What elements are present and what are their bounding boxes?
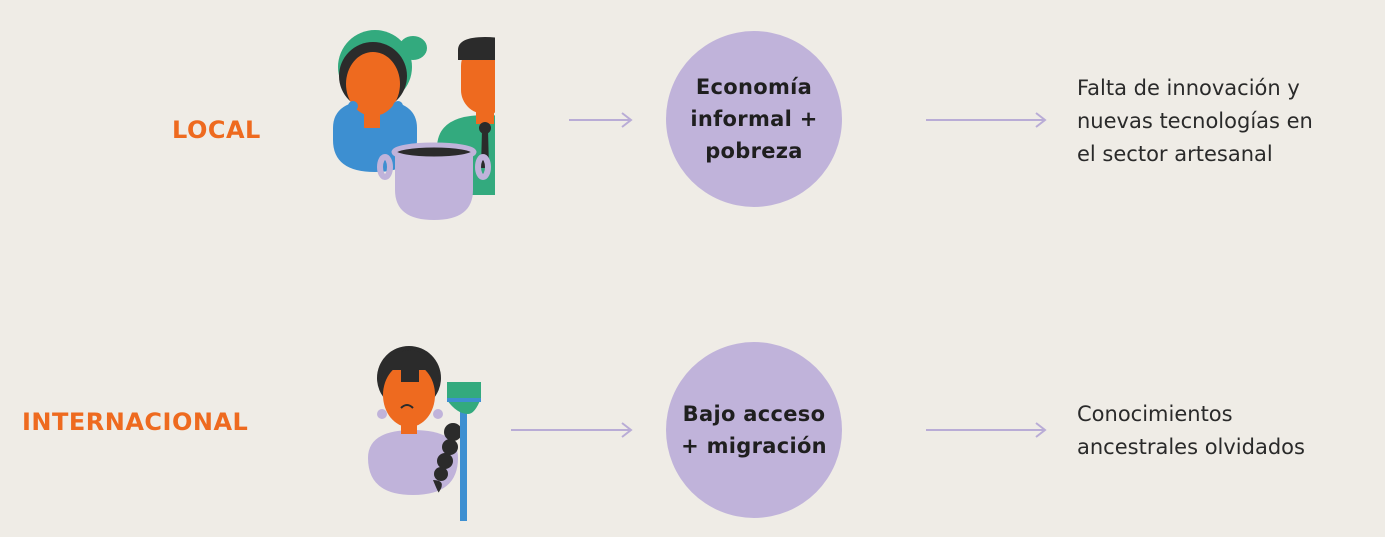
broom-icon <box>447 382 481 521</box>
girl-with-braid-icon <box>368 346 462 495</box>
arrow-right-icon <box>926 422 1047 438</box>
cause-text-internacional: Bajo acceso + migración <box>681 402 827 458</box>
arrow-right-icon <box>511 422 633 438</box>
arrow-right-icon <box>569 112 633 128</box>
woman-with-headscarf-icon <box>333 30 427 172</box>
arrow-right-icon <box>926 112 1047 128</box>
row-label-internacional: INTERNACIONAL <box>22 408 249 436</box>
row-label-local: LOCAL <box>172 116 261 144</box>
cause-bubble-local: Economía informal + pobreza <box>666 31 842 207</box>
effect-text-internacional: Conocimientos ancestrales olvidados <box>1077 402 1305 459</box>
cause-text-local: Economía informal + pobreza <box>690 75 818 163</box>
effect-text-local: Falta de innovación y nuevas tecnologías… <box>1077 76 1313 166</box>
pot-icon <box>377 142 491 220</box>
local-people-illustration <box>333 30 495 220</box>
international-person-illustration <box>368 346 481 521</box>
cause-bubble-internacional: Bajo acceso + migración <box>666 342 842 518</box>
